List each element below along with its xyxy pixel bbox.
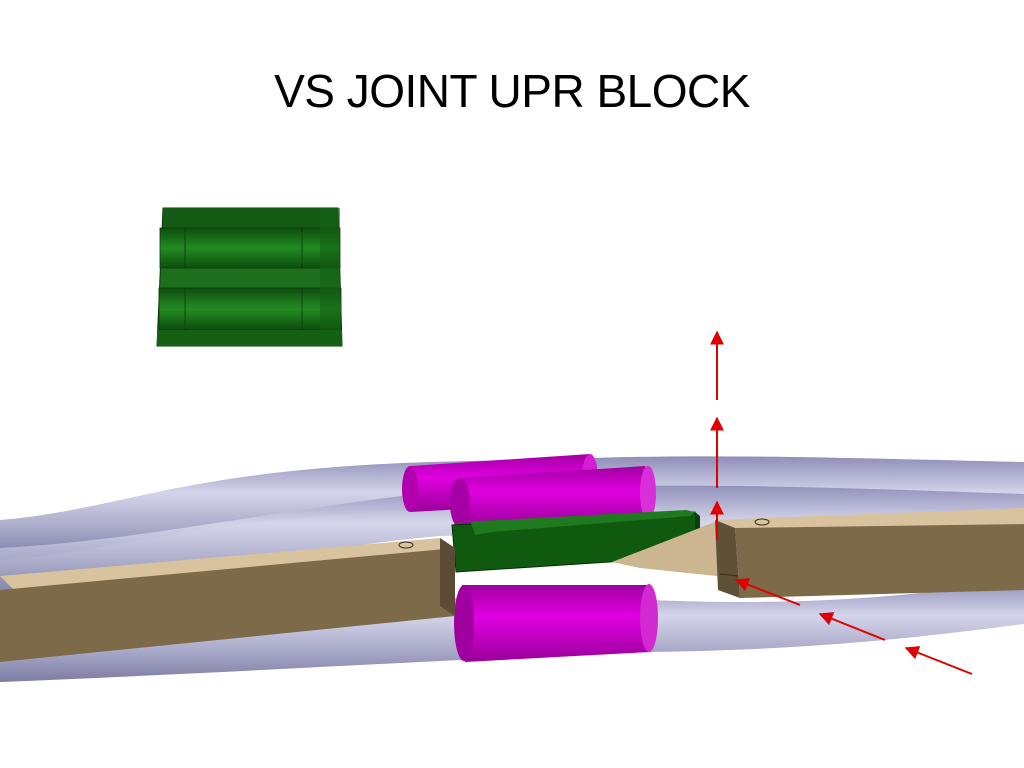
support-beam-left bbox=[0, 538, 455, 662]
clamp-upper-front bbox=[450, 466, 656, 528]
diagonal-arrow-2 bbox=[818, 612, 886, 641]
diagonal-arrow-3 bbox=[904, 646, 973, 675]
diagonal-arrows bbox=[734, 578, 973, 675]
magenta-clamps bbox=[402, 454, 658, 662]
upper-block-detail bbox=[156, 207, 343, 347]
slide-title: VS JOINT UPR BLOCK bbox=[274, 65, 750, 117]
clamp-lower bbox=[454, 584, 658, 662]
support-beam-right bbox=[612, 508, 1024, 598]
diagonal-arrow-1 bbox=[734, 578, 801, 606]
